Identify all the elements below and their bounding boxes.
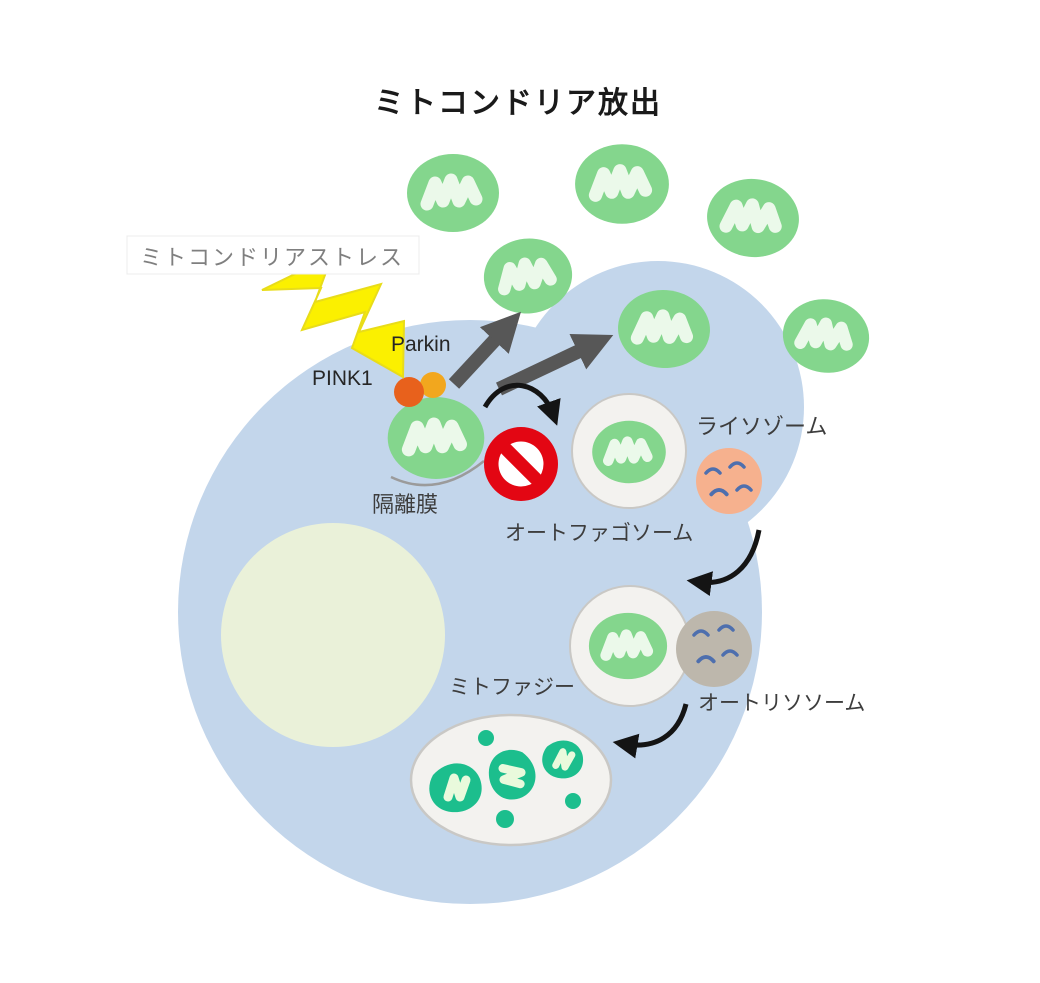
fused-lysosome-body <box>676 611 752 687</box>
release-arrow-2 <box>496 333 614 396</box>
lightning-bolt-icon <box>261 254 406 379</box>
lysosome-label: ライソゾーム <box>696 414 827 439</box>
fusion-arrow <box>686 529 762 596</box>
isolation-membrane <box>390 460 485 487</box>
mitochondrion-released-1 <box>407 154 499 232</box>
degradation-arrow <box>612 703 689 759</box>
no-entry-icon <box>484 427 558 501</box>
autolysosome-mitochondrion <box>589 613 667 679</box>
degradation-vesicle <box>409 713 613 847</box>
isolation-membrane-label: 隔離膜 <box>372 492 438 517</box>
pink1-protein <box>394 377 424 407</box>
pink1-label: PINK1 <box>312 367 373 390</box>
parkin-protein <box>420 372 446 398</box>
page-title: ミトコンドリア放出 <box>374 87 662 120</box>
release-arrow-1 <box>448 311 521 389</box>
nucleus <box>221 523 445 747</box>
lysosome-body <box>696 448 762 514</box>
autophagosome-label: オートファゴソーム <box>505 522 693 545</box>
mitophagy-label: ミトファジー <box>449 676 575 699</box>
stress-label: ミトコンドリアストレス <box>140 245 404 270</box>
degraded-fragment-2 <box>496 810 514 828</box>
autophagosome-mitochondrion <box>592 421 666 483</box>
degraded-fragment-1 <box>478 730 494 746</box>
parkin-label: Parkin <box>391 333 451 356</box>
stressed-mitochondrion <box>388 397 485 479</box>
fused-lysosome <box>676 611 752 687</box>
stress-label-box <box>126 235 420 275</box>
lysosome <box>696 448 762 514</box>
no-entry-bar <box>499 442 543 486</box>
mitochondrion-released-2 <box>575 144 669 224</box>
autolysosome-label: オートリソソーム <box>698 692 865 715</box>
degraded-fragment-3 <box>565 793 581 809</box>
mitochondria-release-arrows <box>448 311 614 396</box>
engulfment-arrow <box>482 382 561 426</box>
